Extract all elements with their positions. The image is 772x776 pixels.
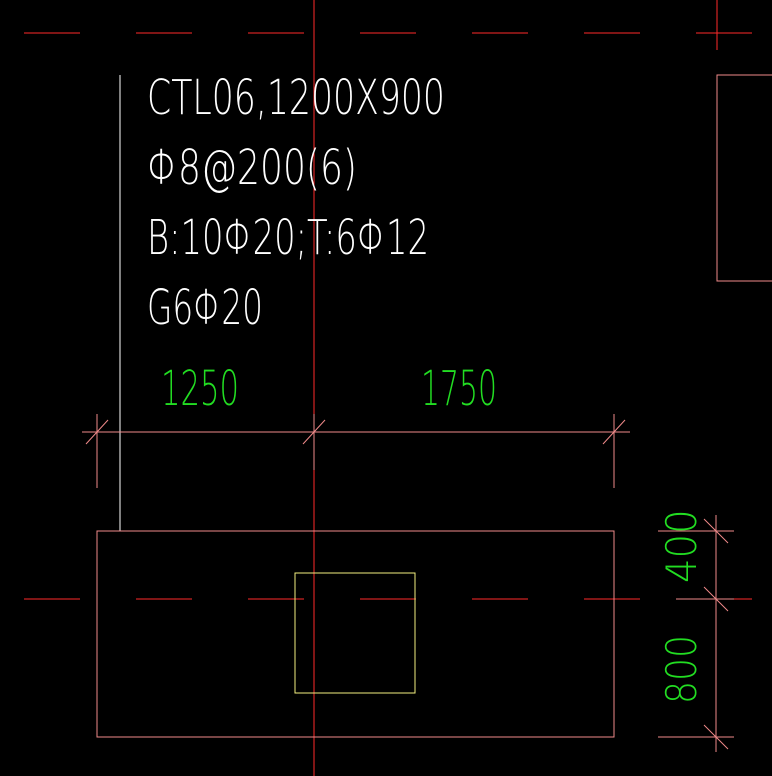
dim-label-1750: 1750 [421,360,497,417]
dim-label-1250: 1250 [161,360,239,417]
tick-mid [302,419,326,445]
vertical-dimension [658,515,734,752]
footing-outline [96,530,615,738]
dim-label-800: 800 [657,635,706,704]
tick-center [703,586,729,612]
annotation-block: CTL06,1200X900 Φ8@200(6) B:10Φ20;T:6Φ12 … [147,69,445,336]
horizontal-dimension-labels: 1250 1750 [161,360,497,417]
dim-label-400: 400 [657,509,706,583]
tick-bottom [703,724,729,750]
horizontal-dimension [82,414,630,488]
annotation-line-2: Φ8@200(6) [147,139,357,196]
vertical-dimension-labels: 400 800 [657,509,706,704]
tick-right [602,419,626,445]
tick-left [85,419,109,445]
annotation-line-3: B:10Φ20;T:6Φ12 [147,209,429,266]
annotation-line-4: G6Φ20 [147,279,263,336]
column-outline [294,572,416,694]
tick-top [703,518,729,544]
adjacent-footing-outline [716,74,772,282]
annotation-line-1: CTL06,1200X900 [147,69,445,126]
